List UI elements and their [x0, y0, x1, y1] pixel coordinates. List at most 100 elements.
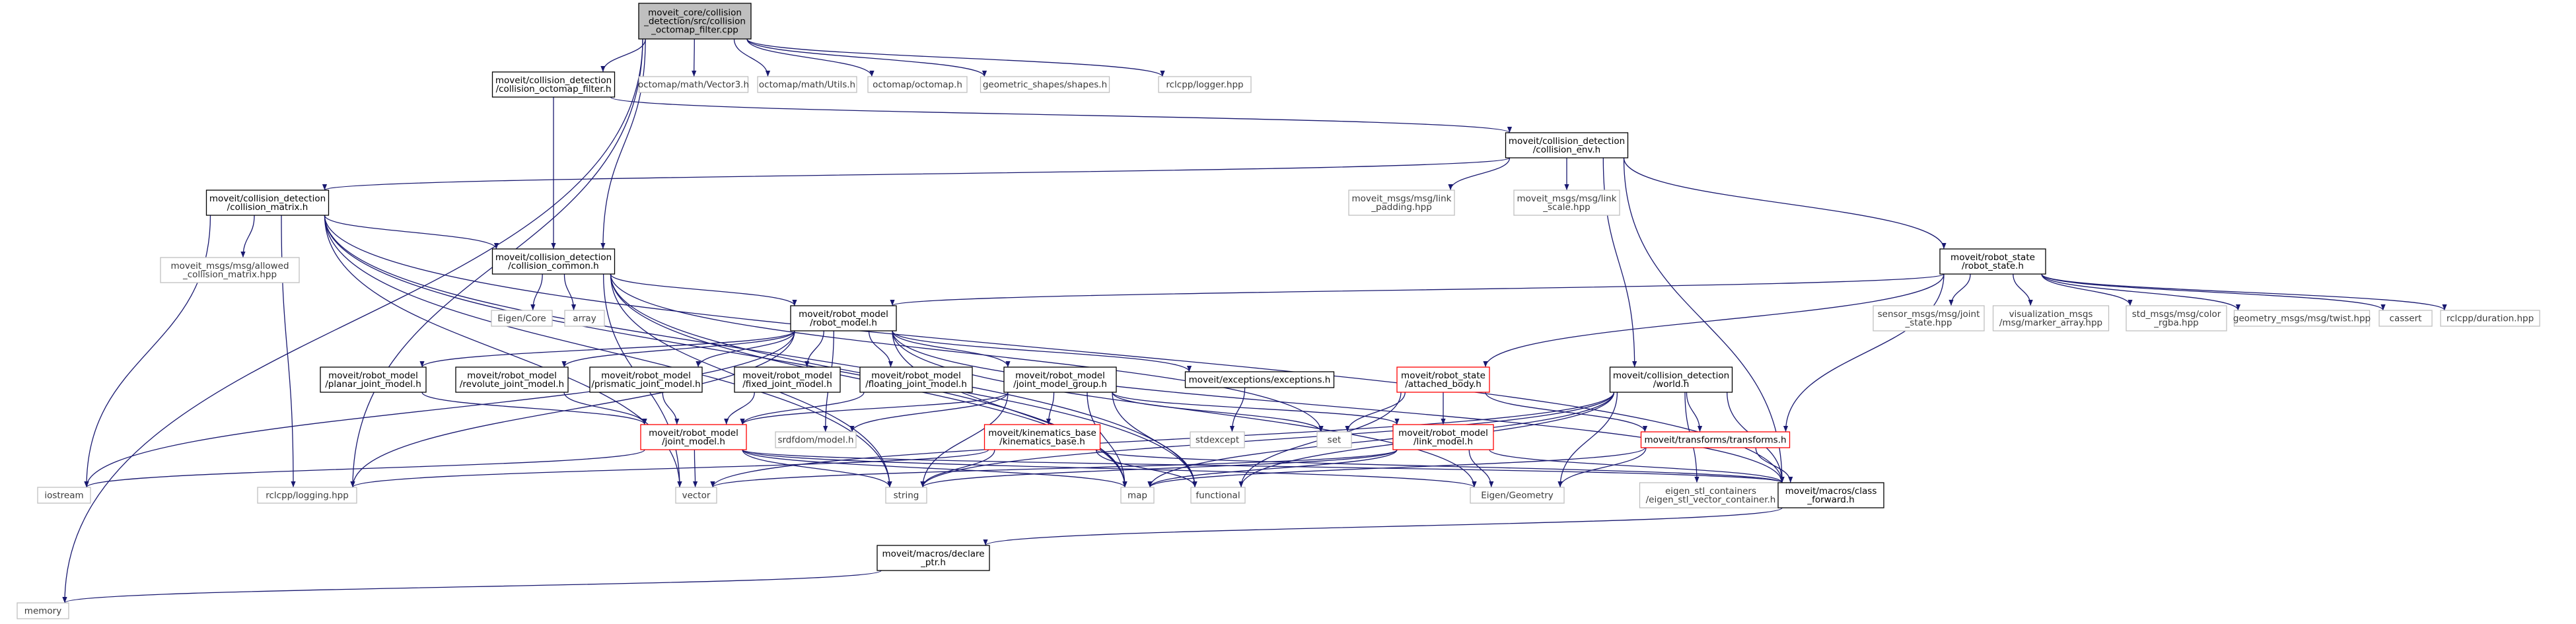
node-box-floating[interactable] [859, 366, 973, 393]
node-label-set-0: set [1328, 435, 1342, 446]
edge-root-to-utils [733, 38, 771, 77]
node-box-jmodel[interactable] [640, 424, 747, 450]
node-vec3: octomap/math/Vector3.h [638, 76, 749, 93]
node-box-world[interactable] [1609, 366, 1733, 393]
node-box-co_filter[interactable] [491, 71, 616, 98]
node-planar[interactable]: moveit/robot_model/planar_joint_model.h [320, 366, 427, 393]
node-rstate[interactable]: moveit/robot_state/robot_state.h [1939, 248, 2046, 275]
node-vector: vector [675, 487, 717, 504]
node-allowed: moveit_msgs/msg/allowed_collision_matrix… [160, 257, 300, 283]
node-prismatic[interactable]: moveit/robot_model/prismatic_joint_model… [589, 366, 703, 393]
edge-jmg-to-map [1087, 392, 1127, 488]
node-exceptions[interactable]: moveit/exceptions/exceptions.h [1184, 371, 1335, 388]
node-box-planar[interactable] [320, 366, 427, 393]
node-label-stdexcept-0: stdexcept [1196, 435, 1239, 446]
node-box-twist [2233, 310, 2371, 327]
node-box-rstate[interactable] [1939, 248, 2046, 275]
node-transforms[interactable]: moveit/transforms/transforms.h [1640, 431, 1791, 448]
node-kinbase[interactable]: moveit/kinematics_base/kinematics_base.h [984, 424, 1101, 450]
node-declare_ptr[interactable]: moveit/macros/declare_ptr.h [877, 545, 990, 571]
node-box-color [2126, 305, 2227, 331]
node-box-lmodel[interactable] [1392, 424, 1494, 450]
node-lmodel[interactable]: moveit/robot_model/link_model.h [1392, 424, 1494, 450]
node-label-octomap-0: octomap/octomap.h [873, 80, 962, 90]
node-box-cenv[interactable] [1505, 132, 1629, 158]
edge-rmodel-to-fixed [805, 330, 824, 368]
node-label-eigen_core-0: Eigen/Core [497, 314, 546, 324]
edge-lmodel-to-map [1147, 449, 1398, 488]
node-label-declare_ptr-0: moveit/macros/declare [882, 549, 984, 559]
node-cmatrix[interactable]: moveit/collision_detection/collision_mat… [205, 190, 330, 216]
node-box-class_fwd[interactable] [1777, 482, 1884, 508]
node-box-jmg[interactable] [1003, 366, 1117, 393]
edge-floating-to-jmodel [740, 392, 865, 425]
node-cassert: cassert [2379, 310, 2433, 327]
node-box-fixed[interactable] [734, 366, 841, 393]
edge-rmodel-to-floating [868, 330, 894, 368]
edge-rmodel-to-logging [350, 330, 795, 488]
node-co_filter[interactable]: moveit/collision_detection/collision_oct… [491, 71, 616, 98]
edge-declare_ptr-to-memory [62, 570, 882, 604]
node-world[interactable]: moveit/collision_detection/world.h [1609, 366, 1733, 393]
edge-jmg-to-lmodel [1112, 392, 1400, 425]
node-box-revolute[interactable] [455, 366, 569, 393]
node-label-jmodel-1: /joint_model.h [662, 436, 725, 447]
node-box-set [1316, 431, 1352, 448]
node-box-array [564, 310, 605, 327]
node-box-root[interactable] [638, 3, 752, 40]
node-box-kinbase[interactable] [984, 424, 1101, 450]
edge-transforms-to-class_fwd [1755, 447, 1793, 483]
node-box-ccommon[interactable] [491, 248, 616, 275]
node-label-rmodel-0: moveit/robot_model [799, 309, 888, 320]
edge-jmg-to-srdf [849, 392, 1009, 433]
edge-lmodel-to-eigen_geom [1468, 449, 1494, 488]
edge-cenv-to-class_fwd [1623, 157, 1785, 483]
edge-rstate-to-cassert [2041, 273, 2386, 311]
edge-cmatrix-to-iostream [84, 215, 211, 488]
node-class_fwd[interactable]: moveit/macros/class_forward.h [1777, 482, 1884, 508]
node-label-marker-1: /msg/marker_array.hpp [1999, 318, 2102, 328]
node-floating[interactable]: moveit/robot_model/floating_joint_model.… [859, 366, 973, 393]
edge-jmodel-to-eigen_geom [742, 449, 1477, 488]
node-box-declare_ptr[interactable] [877, 545, 990, 571]
edge-jmg-to-functional [1112, 392, 1198, 488]
edge-world-to-transforms [1686, 392, 1703, 433]
edge-co_filter-to-cenv [610, 96, 1512, 133]
node-box-exceptions[interactable] [1184, 371, 1335, 388]
node-box-prismatic[interactable] [589, 366, 703, 393]
node-box-rmodel[interactable] [790, 305, 897, 331]
edge-jmg-to-string [920, 392, 1009, 488]
node-jmg[interactable]: moveit/robot_model/joint_model_group.h [1003, 366, 1117, 393]
node-label-jmodel-0: moveit/robot_model [649, 428, 738, 438]
edge-root-to-logger [746, 38, 1165, 77]
node-set: set [1316, 431, 1352, 448]
node-box-eigen_geom [1470, 487, 1565, 504]
edge-cmatrix-to-logging [281, 215, 296, 488]
node-label-color-0: std_msgs/msg/color [2132, 309, 2221, 320]
node-eigen_stl: eigen_stl_containers/eigen_stl_vector_co… [1639, 482, 1783, 508]
node-box-memory [17, 602, 69, 619]
node-label-jmg-1: /joint_model_group.h [1013, 379, 1107, 390]
node-attached[interactable]: moveit/robot_state/attached_body.h [1396, 366, 1490, 393]
node-map: map [1120, 487, 1155, 504]
edge-cmatrix-to-ccommon [324, 215, 499, 250]
node-cenv[interactable]: moveit/collision_detection/collision_env… [1505, 132, 1629, 158]
node-rmodel[interactable]: moveit/robot_model/robot_model.h [790, 305, 897, 331]
node-box-transforms[interactable] [1640, 431, 1791, 448]
node-string: string [885, 487, 927, 504]
node-fixed[interactable]: moveit/robot_model/fixed_joint_model.h [734, 366, 841, 393]
node-ccommon[interactable]: moveit/collision_detection/collision_com… [491, 248, 616, 275]
node-box-cassert [2379, 310, 2433, 327]
edge-jmodel-to-vector [692, 449, 698, 488]
edge-jmg-to-set [1112, 392, 1324, 433]
node-box-attached[interactable] [1396, 366, 1490, 393]
node-root[interactable]: moveit_core/collision_detection/src/coll… [638, 3, 752, 40]
node-revolute[interactable]: moveit/robot_model/revolute_joint_model.… [455, 366, 569, 393]
node-utils: octomap/math/Utils.h [757, 76, 857, 93]
node-label-functional-0: functional [1196, 491, 1240, 501]
node-jmodel[interactable]: moveit/robot_model/joint_model.h [640, 424, 747, 450]
node-box-cmatrix[interactable] [205, 190, 330, 216]
node-box-vec3 [638, 76, 749, 93]
edge-rstate-to-color [2041, 273, 2133, 306]
